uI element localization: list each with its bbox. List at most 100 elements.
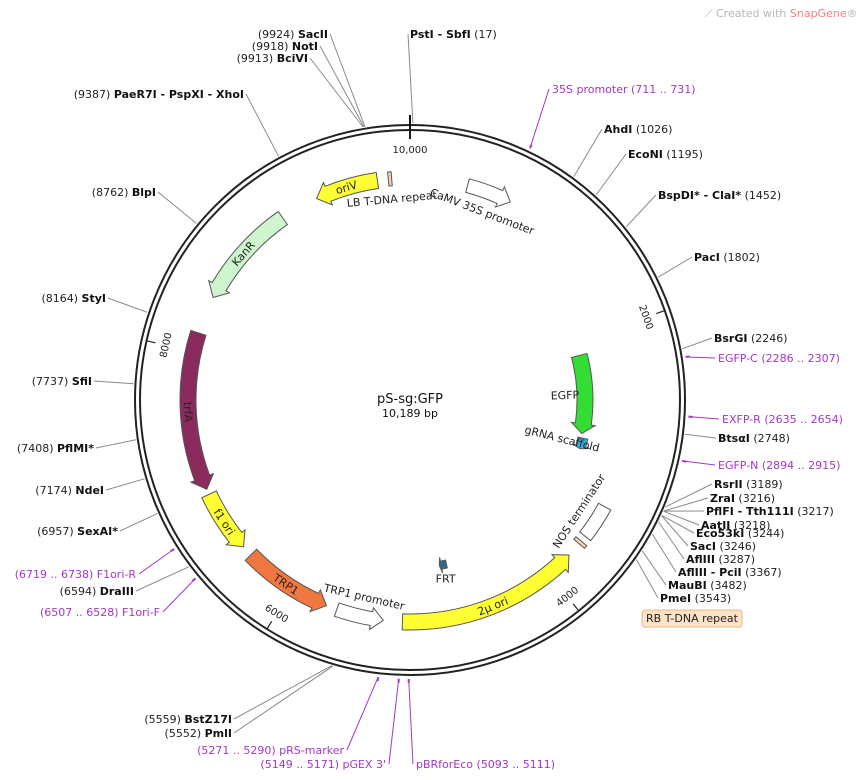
site-label: (8164) StyI <box>41 292 106 305</box>
site-label: (6594) DraIII <box>60 585 134 598</box>
site-leader <box>635 559 659 599</box>
site-leader <box>663 510 700 526</box>
site-leader <box>658 521 685 560</box>
plasmid-name: pS-sg:GFP <box>377 392 443 407</box>
plasmid-size: 10,189 bp <box>382 407 438 420</box>
primer-label: (5271 .. 5290) pRS-marker <box>197 744 344 757</box>
feature-label: oriV <box>334 178 359 197</box>
primer-sites: 35S promoter (711 .. 731) EGFP-C (2286 ..… <box>15 83 843 771</box>
site-leader <box>651 533 677 573</box>
site-leader <box>661 514 695 534</box>
primer-leader <box>408 678 414 765</box>
site-label: (9918) NotI <box>252 40 318 53</box>
primer-label: pBRforEco (5093 .. 5111) <box>416 758 555 771</box>
primer-leader <box>346 676 379 751</box>
site-leader <box>329 33 366 127</box>
site-label: (9913) BciVI <box>237 52 308 65</box>
site-leader <box>684 433 717 439</box>
primer-label: EGFP-N (2894 .. 2915) <box>718 459 840 472</box>
site-leader <box>93 380 134 385</box>
site-label: ZraI (3216) <box>710 492 775 505</box>
feature-trp1-promoter <box>333 602 385 631</box>
site-leader <box>119 513 158 532</box>
primer-label: (6507 .. 6528) F1ori-F <box>40 606 160 619</box>
site-label: PstI - SbfI (17) <box>410 28 497 41</box>
site-leader <box>407 33 414 124</box>
primer-leader <box>682 460 716 466</box>
feature-kanr <box>207 210 289 299</box>
site-leader <box>658 256 693 278</box>
scale-tick-label: 8000 <box>158 332 174 359</box>
site-label: BtsαI (2748) <box>718 432 790 445</box>
site-label: MauBI (3482) <box>668 579 747 592</box>
site-leader <box>95 439 136 449</box>
site-leader <box>233 665 332 720</box>
primer-label: 35S promoter (711 .. 731) <box>552 83 696 96</box>
primer-mark <box>191 577 197 582</box>
site-label: AatII (3218) <box>701 519 770 532</box>
brand-icon: ⟋ <box>705 7 713 20</box>
svg-text:Created with SnapGene®: Created with SnapGene® <box>716 7 858 20</box>
primer-leader <box>162 578 196 613</box>
primer-mark <box>685 355 690 358</box>
site-label: SacI (3246) <box>690 540 756 553</box>
feature-trfa <box>179 329 215 491</box>
site-label: AflIII (3287) <box>686 553 755 566</box>
site-leader <box>682 337 713 350</box>
site-label: BsrGI (2246) <box>714 332 788 345</box>
scale-tick-label: 10,000 <box>393 145 428 156</box>
primer-label: (6719 .. 6738) F1ori-R <box>15 568 137 581</box>
site-label: AflIII - PciI (3367) <box>678 566 782 579</box>
site-label: BspDI* - ClaI* (1452) <box>658 189 781 202</box>
feature-f1-ori <box>201 490 246 548</box>
feature-label: trfA <box>181 401 195 422</box>
primer-leader <box>685 356 716 359</box>
feature-lb-t-dna-repeat <box>387 171 393 187</box>
scale-tick <box>572 603 580 612</box>
scale-tick <box>146 340 156 344</box>
site-leader <box>319 45 365 128</box>
feature-label: EGFP <box>551 389 580 403</box>
scale-tick-label: 4000 <box>554 585 581 609</box>
site-label: (7174) NdeI <box>35 484 104 497</box>
feature-2-ori <box>401 554 570 631</box>
site-label: (5552) PmlI <box>165 727 232 740</box>
site-leader <box>135 566 190 592</box>
site-leader <box>665 483 713 508</box>
primer-mark <box>529 144 533 149</box>
primer-label: EXFP-R (2635 .. 2654) <box>722 413 843 426</box>
site-label: (5559) BstZ17I <box>144 713 232 726</box>
feature-trp1 <box>244 548 328 613</box>
site-label: (8762) BlpI <box>92 186 156 199</box>
brand-mark: ® <box>847 7 858 20</box>
primer-leader <box>529 88 550 149</box>
site-leader <box>641 550 667 586</box>
feature-grna-scaffold <box>571 436 590 450</box>
site-label: PflFI - Tth111I (3217) <box>706 505 834 518</box>
site-label: (7408) PflMI* <box>17 442 94 455</box>
site-leader <box>661 515 689 547</box>
primer-leader <box>388 678 400 765</box>
site-label: (7737) SfiI <box>32 375 92 388</box>
feature-frt <box>438 557 448 574</box>
brand-name: SnapGene <box>790 7 847 20</box>
feature-nos-terminator <box>578 502 612 542</box>
site-leader <box>157 191 197 224</box>
site-label: PmeI (3543) <box>660 592 731 605</box>
site-label: Eco53kI (3244) <box>696 527 784 540</box>
feature-label: TRP1 promoter <box>321 581 406 613</box>
site-label: (9924) SacII <box>258 28 328 41</box>
primer-mark <box>682 459 687 463</box>
primer-mark <box>170 548 175 553</box>
scale-tick <box>266 621 273 630</box>
feature-egfp <box>570 352 597 435</box>
scale-tick-label: 2000 <box>636 304 655 332</box>
site-label: EcoNI (1195) <box>628 148 703 161</box>
primer-label: EGFP-C (2286 .. 2307) <box>718 352 840 365</box>
restriction-sites: (9924) SacII(9918) NotI(9913) BciVI PstI … <box>17 28 834 740</box>
site-leader <box>233 665 334 734</box>
site-leader <box>245 93 279 157</box>
snapgene-brand: ⟋ Created with SnapGene® <box>705 7 858 20</box>
primer-leader <box>138 548 175 575</box>
